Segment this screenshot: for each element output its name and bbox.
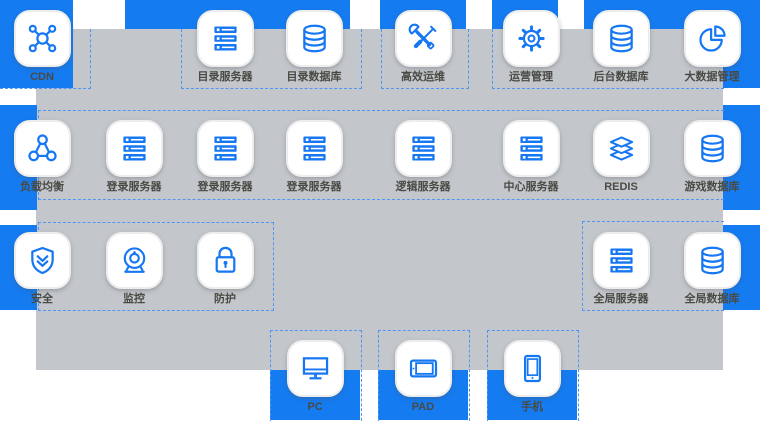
- login-server-1-tile[interactable]: [105, 120, 163, 177]
- gear-icon: [513, 20, 550, 57]
- database-icon: [603, 20, 640, 57]
- node-global-database: 全局数据库: [683, 232, 741, 307]
- pie-chart-icon: [694, 20, 731, 57]
- node-label: 目录服务器: [197, 71, 253, 83]
- pc-client-tile[interactable]: [286, 340, 344, 397]
- node-global-server: 全局服务器: [592, 232, 650, 307]
- node-logic-server: 逻辑服务器: [394, 120, 452, 195]
- directory-server-tile[interactable]: [196, 10, 254, 67]
- cdn-network-icon: [24, 20, 61, 57]
- shield-icon: [24, 242, 61, 279]
- database-icon: [694, 130, 731, 167]
- node-label: 高效运维: [401, 71, 445, 83]
- login-server-3-tile[interactable]: [285, 120, 343, 177]
- lock-icon: [207, 242, 244, 279]
- node-label: 监控: [123, 293, 145, 305]
- operations-management-tile[interactable]: [502, 10, 560, 67]
- node-pad-client: PAD: [394, 340, 452, 415]
- logic-server-tile[interactable]: [394, 120, 452, 177]
- security-tile[interactable]: [13, 232, 71, 289]
- node-cdn: CDN: [13, 10, 71, 85]
- node-label: 负载均衡: [20, 181, 64, 193]
- node-directory-database: 目录数据库: [285, 10, 343, 85]
- node-label: 全局数据库: [684, 293, 740, 305]
- node-center-server: 中心服务器: [502, 120, 560, 195]
- global-server-tile[interactable]: [592, 232, 650, 289]
- node-label: PAD: [411, 401, 435, 413]
- node-protection: 防护: [196, 232, 254, 307]
- login-server-2-tile[interactable]: [196, 120, 254, 177]
- node-label: 登录服务器: [286, 181, 342, 193]
- node-bigdata-management: 大数据管理: [683, 10, 741, 85]
- node-load-balancer: 负载均衡: [13, 120, 71, 195]
- server-icon: [116, 130, 153, 167]
- node-redis: REDIS: [592, 120, 650, 195]
- load-balancer-tile[interactable]: [13, 120, 71, 177]
- server-icon: [296, 130, 333, 167]
- node-label: 登录服务器: [197, 181, 253, 193]
- database-icon: [694, 242, 731, 279]
- webcam-icon: [116, 242, 153, 279]
- node-monitoring: 监控: [105, 232, 163, 307]
- node-operations-management: 运营管理: [502, 10, 560, 85]
- node-label: 运营管理: [509, 71, 553, 83]
- load-balance-icon: [24, 130, 61, 167]
- server-icon: [405, 130, 442, 167]
- redis-tile[interactable]: [592, 120, 650, 177]
- node-label: 防护: [214, 293, 236, 305]
- tools-icon: [405, 20, 442, 57]
- monitor-icon: [297, 350, 334, 387]
- node-mobile-client: 手机: [503, 340, 561, 415]
- mobile-client-tile[interactable]: [503, 340, 561, 397]
- node-security: 安全: [13, 232, 71, 307]
- center-server-tile[interactable]: [502, 120, 560, 177]
- node-label: PC: [307, 401, 323, 413]
- node-label: 登录服务器: [106, 181, 162, 193]
- server-icon: [207, 20, 244, 57]
- node-label: 手机: [521, 401, 543, 413]
- node-label: 大数据管理: [684, 71, 740, 83]
- node-login-server-3: 登录服务器: [285, 120, 343, 195]
- node-directory-server: 目录服务器: [196, 10, 254, 85]
- directory-database-tile[interactable]: [285, 10, 343, 67]
- pad-client-tile[interactable]: [394, 340, 452, 397]
- node-label: REDIS: [604, 181, 638, 193]
- devops-tile[interactable]: [394, 10, 452, 67]
- node-label: 后台数据库: [593, 71, 649, 83]
- server-icon: [603, 242, 640, 279]
- server-icon: [513, 130, 550, 167]
- tablet-icon: [405, 350, 442, 387]
- monitoring-tile[interactable]: [105, 232, 163, 289]
- node-label: 中心服务器: [503, 181, 559, 193]
- backend-database-tile[interactable]: [592, 10, 650, 67]
- cdn-tile[interactable]: [13, 10, 71, 67]
- protection-tile[interactable]: [196, 232, 254, 289]
- node-label: 全局服务器: [593, 293, 649, 305]
- node-label: CDN: [30, 71, 54, 83]
- bigdata-management-tile[interactable]: [683, 10, 741, 67]
- node-devops: 高效运维: [394, 10, 452, 85]
- layers-icon: [603, 130, 640, 167]
- node-backend-database: 后台数据库: [592, 10, 650, 85]
- server-icon: [207, 130, 244, 167]
- game-database-tile[interactable]: [683, 120, 741, 177]
- node-game-database: 游戏数据库: [683, 120, 741, 195]
- node-pc-client: PC: [286, 340, 344, 415]
- global-database-tile[interactable]: [683, 232, 741, 289]
- node-login-server-1: 登录服务器: [105, 120, 163, 195]
- node-login-server-2: 登录服务器: [196, 120, 254, 195]
- node-label: 逻辑服务器: [395, 181, 451, 193]
- node-label: 目录数据库: [286, 71, 342, 83]
- database-icon: [296, 20, 333, 57]
- phone-icon: [514, 350, 551, 387]
- node-label: 游戏数据库: [684, 181, 740, 193]
- node-label: 安全: [31, 293, 53, 305]
